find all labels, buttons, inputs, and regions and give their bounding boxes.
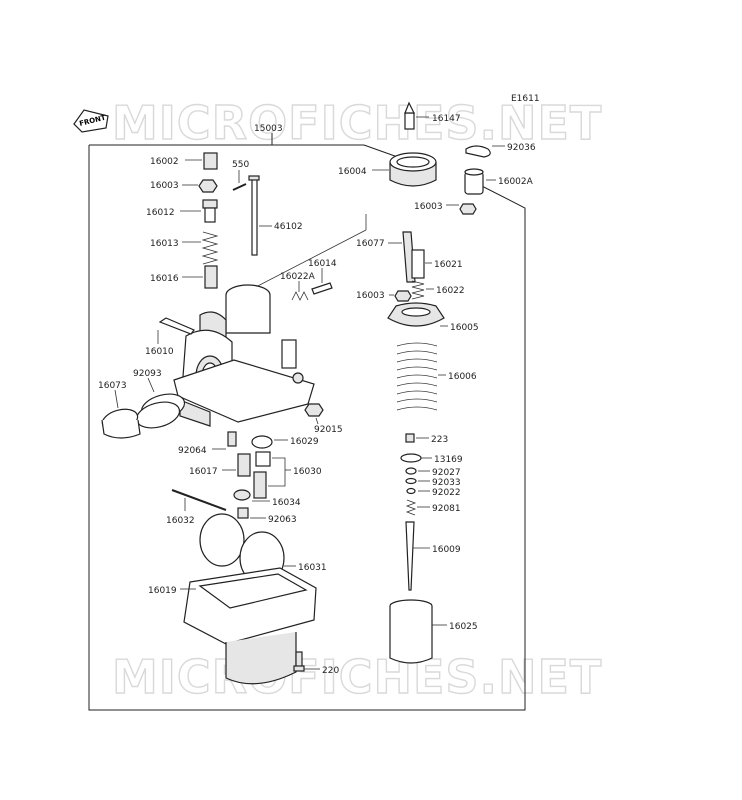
part-92022 <box>406 487 430 495</box>
label-220: 220 <box>322 666 339 676</box>
label-15003: 15003 <box>254 124 283 134</box>
part-16013 <box>182 231 219 265</box>
part-16002A <box>464 168 496 195</box>
label-550: 550 <box>232 160 249 170</box>
part-16019 <box>180 567 317 685</box>
part-16004 <box>372 152 437 187</box>
diagram-code: E1611 <box>511 94 540 104</box>
label-92081: 92081 <box>432 504 461 514</box>
label-16003-right: 16003 <box>414 202 443 212</box>
label-16016: 16016 <box>150 274 179 284</box>
part-16034 <box>233 489 270 502</box>
part-92093 <box>135 377 186 429</box>
label-92027: 92027 <box>432 468 461 478</box>
label-16025: 16025 <box>449 622 478 632</box>
part-16002 <box>185 152 218 170</box>
label-223: 223 <box>431 435 448 445</box>
label-16030: 16030 <box>293 467 322 477</box>
label-16002: 16002 <box>150 157 179 167</box>
part-46102 <box>248 175 272 256</box>
part-92064 <box>212 431 237 450</box>
part-16003-middle <box>389 290 412 302</box>
assembly-frame <box>88 133 526 711</box>
part-16073 <box>101 389 141 439</box>
label-92063: 92063 <box>268 515 297 525</box>
label-92036: 92036 <box>507 143 536 153</box>
part-92015 <box>304 403 324 425</box>
label-92033: 92033 <box>432 478 461 488</box>
part-220 <box>293 651 320 672</box>
part-92081 <box>405 499 430 516</box>
part-16014 <box>311 268 333 295</box>
label-16034: 16034 <box>272 498 301 508</box>
label-16019: 16019 <box>148 586 177 596</box>
part-16022A <box>291 281 309 301</box>
part-223 <box>405 433 429 443</box>
part-16147 <box>404 101 429 130</box>
label-92022: 92022 <box>432 488 461 498</box>
label-16013: 16013 <box>150 239 179 249</box>
part-92033 <box>405 477 430 485</box>
part-16016 <box>182 265 218 289</box>
label-46102: 46102 <box>274 222 303 232</box>
label-16014: 16014 <box>308 259 337 269</box>
label-92015: 92015 <box>314 425 343 435</box>
label-16073: 16073 <box>98 381 127 391</box>
label-16009: 16009 <box>432 545 461 555</box>
part-16021 <box>411 249 432 279</box>
label-16029: 16029 <box>290 437 319 447</box>
label-16012: 16012 <box>146 208 175 218</box>
label-16003: 16003 <box>150 181 179 191</box>
part-16022 <box>411 280 434 300</box>
label-16022: 16022 <box>436 286 465 296</box>
label-16022A: 16022A <box>280 272 316 282</box>
label-16032: 16032 <box>166 516 195 526</box>
label-16010: 16010 <box>145 347 174 357</box>
part-92027 <box>405 467 430 475</box>
part-550 <box>232 170 247 191</box>
part-16009 <box>405 521 430 591</box>
label-16147: 16147 <box>432 114 461 124</box>
part-92036 <box>465 145 505 158</box>
label-92093: 92093 <box>133 369 162 379</box>
part-16012 <box>180 199 218 223</box>
watermark-bottom: MICROFICHES.NET <box>112 650 602 704</box>
part-13169 <box>400 453 432 463</box>
part-16006 <box>396 342 446 411</box>
part-16030 <box>253 451 291 499</box>
part-16010 <box>157 317 195 344</box>
label-16021: 16021 <box>434 260 463 270</box>
part-92063 <box>237 507 266 519</box>
label-16002A: 16002A <box>498 177 534 187</box>
part-16025 <box>389 599 447 664</box>
label-16077: 16077 <box>356 239 385 249</box>
label-16017: 16017 <box>189 467 218 477</box>
label-16003-middle: 16003 <box>356 291 385 301</box>
label-92064: 92064 <box>178 446 207 456</box>
watermark-top: MICROFICHES.NET <box>112 96 602 150</box>
label-16005: 16005 <box>450 323 479 333</box>
part-16005 <box>387 302 448 327</box>
part-16003 <box>182 179 218 193</box>
front-arrow-icon: FRONT <box>73 109 109 133</box>
label-16006: 16006 <box>448 372 477 382</box>
carburetor-body <box>173 284 315 427</box>
part-16032 <box>171 489 227 511</box>
label-16004: 16004 <box>338 167 367 177</box>
part-16017 <box>222 453 251 477</box>
part-16003-right <box>446 203 477 215</box>
part-16029 <box>251 435 288 449</box>
label-16031: 16031 <box>298 563 327 573</box>
part-16077 <box>388 231 416 283</box>
label-13169: 13169 <box>434 455 463 465</box>
